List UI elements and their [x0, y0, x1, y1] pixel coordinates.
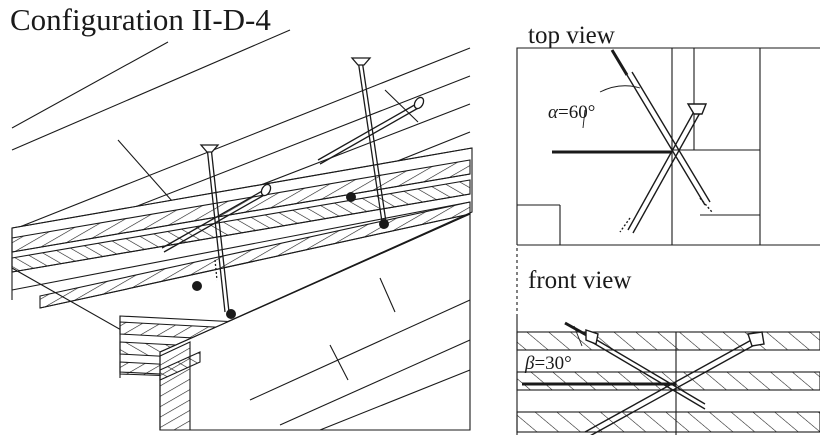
alpha-angle-arc [599, 85, 641, 93]
connection-points [192, 192, 389, 319]
beta-value: =30° [534, 353, 571, 374]
beta-angle-label: β=30° [524, 353, 572, 374]
front-view-screws [564, 321, 765, 435]
top-view-label: top view [528, 22, 615, 49]
alpha-symbol: α [548, 102, 559, 123]
screw-pair-left [161, 144, 272, 313]
panel-edge-layers-back [11, 147, 473, 353]
lower-panel [159, 213, 471, 431]
isometric-panel-view [11, 29, 473, 431]
alpha-angle-label: α=60° [548, 102, 595, 123]
top-view-panel [516, 47, 820, 246]
diagram-title: Configuration II-D-4 [10, 2, 271, 37]
screw-pair-right [317, 57, 425, 223]
top-view-screws [610, 49, 713, 234]
front-view-label: front view [528, 267, 631, 294]
beta-symbol: β [524, 353, 535, 374]
front-view-panel [516, 248, 820, 435]
alpha-value: =60° [558, 102, 595, 123]
